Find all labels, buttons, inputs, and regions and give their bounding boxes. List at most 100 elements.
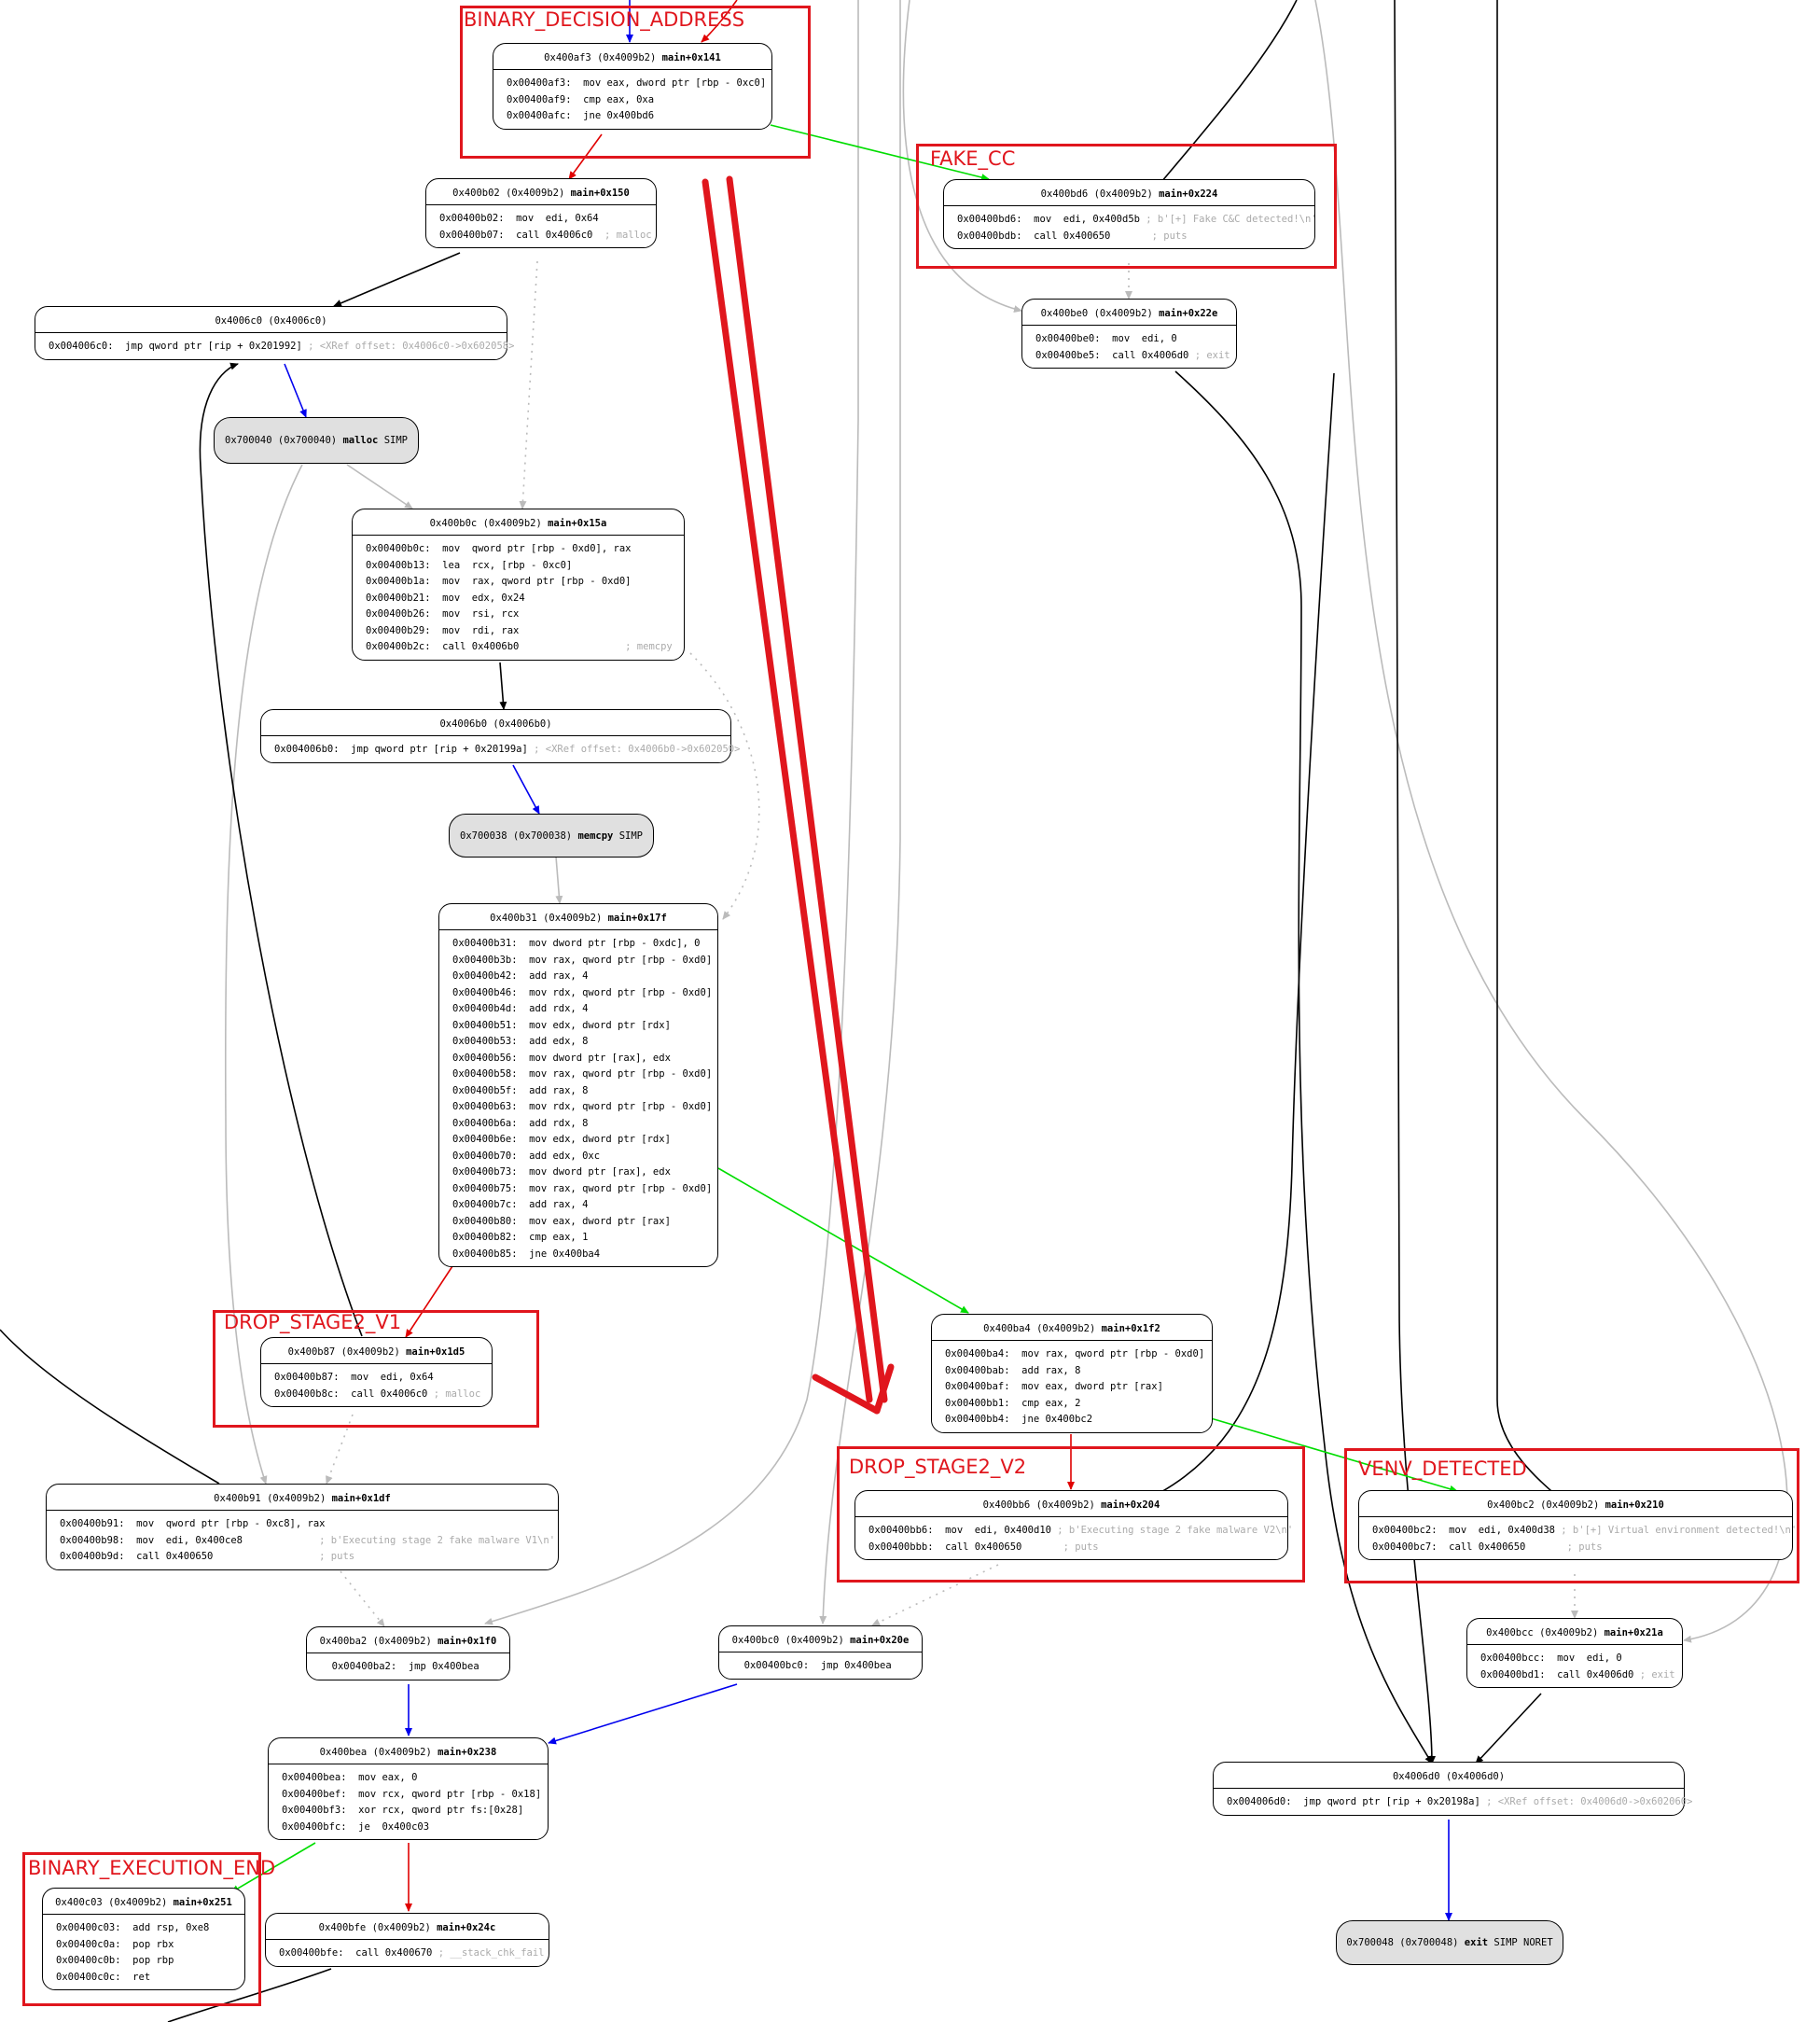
edge-gray-left-long (224, 464, 303, 1485)
instruction-line: 0x00400b2c: call 0x4006b0 ; memcpy (366, 639, 674, 656)
instruction-line: 0x00400af3: mov eax, dword ptr [rbp - 0x… (507, 76, 766, 92)
block-instructions: 0x00400bc2: mov edi, 0x400d38 ; b'[+] Vi… (1359, 1517, 1797, 1559)
instruction-text: 0x00400b73: mov dword ptr [rax], edx (452, 1166, 671, 1178)
region-drop-stage2-v1 (213, 1310, 539, 1428)
simp-memcpy[interactable]: 0x700038 (0x700038) memcpy SIMP (449, 814, 654, 858)
instruction-line: 0x00400b13: lea rcx, [rbp - 0xc0] (366, 558, 674, 575)
instruction-line: 0x00400baf: mov eax, dword ptr [rax] (945, 1379, 1202, 1396)
instruction-line: 0x00400c0b: pop rbp (56, 1953, 235, 1970)
region-label-drop-stage2-v1: DROP_STAGE2_V1 (224, 1311, 402, 1333)
block-instructions: 0x00400b0c: mov qword ptr [rbp - 0xd0], … (353, 536, 684, 660)
instruction-comment: ; memcpy (519, 641, 673, 652)
simp-malloc[interactable]: 0x700040 (0x700040) malloc SIMP (214, 417, 419, 464)
instruction-line: 0x00400bc0: jmp 0x400bea (732, 1658, 912, 1675)
block-4006d0[interactable]: 0x4006d0 (0x4006d0) 0x004006d0: jmp qword… (1213, 1762, 1692, 1816)
block-function-offset: main+0x21a (1604, 1627, 1663, 1639)
block-function-offset: main+0x238 (438, 1747, 497, 1758)
block-function-offset: main+0x1f0 (438, 1636, 497, 1647)
simp-name: malloc (342, 435, 379, 446)
instruction-text: 0x004006d0: jmp qword ptr [rip + 0x20198… (1227, 1796, 1480, 1807)
instruction-line: 0x004006c0: jmp qword ptr [rip + 0x20199… (49, 339, 514, 356)
instruction-line: 0x00400bd6: mov edi, 0x400d5b ; b'[+] Fa… (957, 212, 1317, 229)
instruction-text: 0x00400af9: cmp eax, 0xa (507, 93, 655, 105)
block-4006c0[interactable]: 0x4006c0 (0x4006c0) 0x004006c0: jmp qword… (35, 306, 514, 360)
instruction-comment: ; b'Executing stage 2 fake malware V2\n' (1050, 1525, 1294, 1536)
instruction-line: 0x00400b75: mov rax, qword ptr [rbp - 0x… (452, 1181, 712, 1198)
instruction-line: 0x00400bab: add rax, 8 (945, 1363, 1202, 1380)
edge-b02-to-b0c (519, 260, 538, 509)
block-header: 0x400b87 (0x4009b2) main+0x1d5 (261, 1338, 492, 1364)
block-header: 0x400af3 (0x4009b2) main+0x141 (493, 44, 771, 70)
block-400bd6[interactable]: 0x400bd6 (0x4009b2) main+0x224 0x00400bd6… (943, 179, 1317, 249)
region-label-drop-stage2-v2: DROP_STAGE2_V2 (849, 1456, 1027, 1478)
region-venv-detected (1344, 1448, 1799, 1583)
block-function-offset: main+0x1d5 (406, 1346, 465, 1358)
simp-exit[interactable]: 0x700048 (0x700048) exit SIMP NORET (1336, 1920, 1563, 1965)
instruction-text: 0x00400be5: call 0x4006d0 (1035, 349, 1189, 361)
instruction-line: 0x00400ba2: jmp 0x400bea (320, 1659, 500, 1676)
instruction-line: 0x00400b31: mov dword ptr [rbp - 0xdc], … (452, 936, 708, 953)
block-header: 0x400ba4 (0x4009b2) main+0x1f2 (932, 1315, 1212, 1341)
instruction-text: 0x00400b2c: call 0x4006b0 (366, 641, 520, 652)
block-address: 0x400bcc (0x4009b2) (1486, 1627, 1599, 1639)
instruction-line: 0x00400bc7: call 0x400650 ; puts (1372, 1540, 1783, 1556)
instruction-line: 0x00400af9: cmp eax, 0xa (507, 92, 762, 109)
block-400bea[interactable]: 0x400bea (0x4009b2) main+0x238 0x00400bea… (268, 1737, 549, 1840)
edge-memcpy-to-b31 (555, 856, 563, 904)
block-header: 0x4006c0 (0x4006c0) (35, 307, 507, 333)
region-label-fake-cc: FAKE_CC (930, 147, 1016, 170)
edge-black-bb6-up (1159, 372, 1335, 1494)
block-address: 0x400bea (0x4009b2) (319, 1747, 432, 1758)
instruction-text: 0x00400b13: lea rcx, [rbp - 0xc0] (366, 559, 573, 571)
instruction-text: 0x00400b87: mov edi, 0x64 (274, 1372, 434, 1383)
annotation-big-arrow (702, 175, 895, 1415)
edge-b02-to-4006c0 (333, 252, 461, 307)
instruction-text: 0x00400bef: mov rcx, qword ptr [rbp - 0x… (282, 1788, 542, 1800)
region-fake-cc (916, 144, 1337, 269)
instruction-comment: ; <XRef offset: 0x4006c0->0x602058> (301, 341, 515, 352)
region-label-binary-decision-address: BINARY_DECISION_ADDRESS (464, 8, 745, 31)
block-address: 0x4006d0 (0x4006d0) (1392, 1771, 1506, 1782)
edge-af3-to-bd6 (770, 124, 990, 181)
instruction-text: 0x00400b63: mov rdx, qword ptr [rbp - 0x… (452, 1101, 713, 1112)
block-4006b0[interactable]: 0x4006b0 (0x4006b0)0x004006b0: jmp qword… (260, 709, 740, 763)
instruction-line: 0x00400ba4: mov rax, qword ptr [rbp - 0x… (945, 1346, 1204, 1363)
instruction-line: 0x00400bfe: call 0x400670 ; __stack_chk_… (279, 1945, 544, 1962)
block-header: 0x400bcc (0x4009b2) main+0x21a (1467, 1619, 1682, 1645)
edge-black-right-2 (1496, 0, 1563, 1503)
block-400b87[interactable]: 0x400b87 (0x4009b2) main+0x1d5 0x00400b87… (260, 1337, 493, 1407)
block-400af3[interactable]: 0x400af3 (0x4009b2) main+0x141 0x00400af3… (493, 43, 772, 130)
block-header: 0x400bd6 (0x4009b2) main+0x224 (944, 180, 1314, 206)
block-function-offset: main+0x1f2 (1101, 1323, 1160, 1334)
instruction-line: 0x00400b21: mov edx, 0x24 (366, 591, 674, 607)
edge-ba4-to-bc2 (1210, 1417, 1458, 1493)
instruction-line: 0x004006d0: jmp qword ptr [rip + 0x20198… (1227, 1794, 1692, 1811)
instruction-line: 0x00400b56: mov dword ptr [rax], edx (452, 1051, 708, 1067)
instruction-line: 0x00400b98: mov edi, 0x400ce8 ; b'Execut… (60, 1533, 555, 1550)
block-400ba4[interactable]: 0x400ba4 (0x4009b2) main+0x1f2 0x00400ba4… (931, 1314, 1213, 1433)
instruction-text: 0x00400bd6: mov edi, 0x400d5b (957, 214, 1140, 225)
block-400ba2[interactable]: 0x400ba2 (0x4009b2) main+0x1f0 0x00400ba… (306, 1626, 510, 1680)
instruction-text: 0x00400b07: call 0x4006c0 (439, 229, 593, 241)
instruction-text: 0x004006b0: jmp qword ptr [rip + 0x20199… (274, 744, 528, 755)
instruction-line: 0x00400b29: mov rdi, rax (366, 623, 674, 640)
edge-black-bottom-offpage (167, 1968, 332, 2022)
instruction-text: 0x00400bea: mov eax, 0 (282, 1772, 418, 1783)
instruction-line: 0x00400b1a: mov rax, qword ptr [rbp - 0x… (366, 574, 674, 591)
instruction-text: 0x00400b7c: add rax, 4 (452, 1199, 589, 1210)
instruction-line: 0x00400bbb: call 0x400650 ; puts (868, 1540, 1278, 1556)
instruction-line: 0x00400b6a: add rdx, 8 (452, 1116, 708, 1133)
block-400bc0[interactable]: 0x400bc0 (0x4009b2) main+0x20e 0x00400bc… (718, 1625, 923, 1680)
